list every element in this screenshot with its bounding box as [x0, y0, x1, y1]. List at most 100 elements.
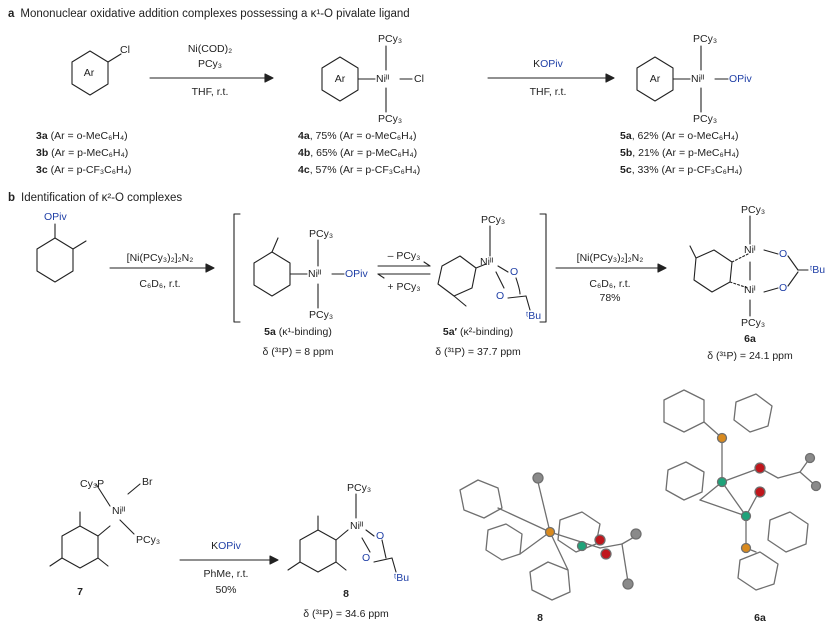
kappa2-compound-label: 5a′ (κ²-binding) — [442, 326, 514, 338]
reactant-chloride-label: Cl — [120, 44, 130, 56]
aryl-chloride-structure — [71, 50, 122, 96]
product-metal-label: Niᴵᴵ — [691, 73, 705, 85]
list4-item-b: 4b, 65% (Ar = p-MeC₆H₄) — [298, 147, 418, 159]
ni-pivalate-complex-structure — [636, 45, 729, 113]
complex-7-structure — [49, 483, 141, 569]
intermediate-pcy-bottom: PCy₃ — [378, 113, 403, 125]
dinickel-oxygen-1: O — [779, 248, 788, 260]
section-b-letter: b — [8, 192, 16, 204]
reactant-ring-label: Ar — [83, 67, 95, 79]
product-pcy-bottom: PCy₃ — [693, 113, 718, 125]
arrow-a2-conditions: THF, r.t. — [529, 86, 567, 98]
xray6a-label: 6a — [754, 612, 766, 624]
complex8-label: 8 — [343, 588, 349, 600]
arrow-a1-reagent-1: Ni(COD)₂ — [187, 43, 233, 55]
arrow-c-reagent-opiv: OPiv — [218, 540, 241, 552]
section-a-letter: a — [8, 8, 15, 20]
arrow-c-conditions: PhMe, r.t. — [203, 568, 249, 580]
section-b-title: Identification of κ²-O complexes — [21, 192, 183, 204]
ni-chloride-complex-structure — [321, 45, 413, 113]
xray-structure-6a — [663, 389, 822, 591]
arrow-a2 — [487, 73, 615, 83]
section-a-heading: a Mononuclear oxidative addition complexe… — [8, 8, 410, 20]
arrow-b2 — [555, 263, 667, 273]
complex8-oxygen-2: O — [362, 552, 371, 564]
arrow-c-reagent: KOPiv — [211, 540, 241, 552]
intermediate-brackets — [233, 213, 547, 323]
list4-item-a: 4a, 75% (Ar = o-MeC₆H₄) — [298, 130, 417, 142]
intermediate-metal-label: Niᴵᴵ — [376, 73, 390, 85]
arrow-b1 — [109, 263, 215, 273]
list4-item-c: 4c, 57% (Ar = p-CF₃C₆H₄) — [298, 164, 421, 176]
equilibrium-reverse-label: + PCy₃ — [387, 281, 421, 293]
arrow-b2-yield: 78% — [599, 292, 621, 304]
arrow-a2-reagent-opiv: OPiv — [540, 58, 563, 70]
list3-item-b: 3b (Ar = p-MeC₆H₄) — [36, 147, 129, 159]
dinickel-compound-label: 6a — [744, 333, 756, 345]
complex8-nmr-shift: δ (³¹P) = 34.6 ppm — [303, 608, 389, 620]
kappa2-tbu-label: ᵗBu — [526, 310, 542, 322]
product-pcy-top: PCy₃ — [693, 33, 718, 45]
arrow-a2-reagent: KOPiv — [533, 58, 563, 70]
xray8-label: 8 — [537, 612, 543, 624]
kappa2-pcy-label: PCy₃ — [481, 214, 506, 226]
kappa1-compound-label: 5a (κ¹-binding) — [264, 326, 332, 338]
intermediate-ring-label: Ar — [334, 73, 346, 85]
intermediate-pcy-top: PCy₃ — [378, 33, 403, 45]
dinickel-ni-bottom: Niᴵ — [744, 284, 756, 296]
kappa2-nmr-shift: δ (³¹P) = 37.7 ppm — [435, 346, 521, 358]
kappa2-complex-structure — [437, 225, 531, 311]
equilibrium-forward-label: – PCy₃ — [387, 250, 421, 262]
dinickel-oxygen-2: O — [779, 282, 788, 294]
kappa1-pcy-bottom: PCy₃ — [309, 309, 334, 321]
kappa1-metal-label: Niᴵᴵ — [308, 268, 322, 280]
kappa2-metal-label: Niᴵᴵ — [480, 256, 494, 268]
list5-item-a: 5a, 62% (Ar = o-MeC₆H₄) — [620, 130, 739, 142]
dinickel-complex-structure — [689, 215, 809, 317]
complex8-pcy: PCy₃ — [347, 482, 372, 494]
start-pivalate-label: OPiv — [44, 211, 67, 223]
arrow-c — [179, 555, 279, 565]
arrow-c-reagent-k: K — [211, 540, 219, 552]
complex8-metal: Niᴵᴵ — [350, 520, 364, 532]
arrow-a2-reagent-k: K — [533, 58, 541, 70]
list5-item-b: 5b, 21% (Ar = p-MeC₆H₄) — [620, 147, 740, 159]
complex-8-structure — [287, 493, 397, 573]
kappa1-pivalate-label: OPiv — [345, 268, 368, 280]
section-a-title: Mononuclear oxidative addition complexes… — [20, 8, 410, 20]
intermediate-chloride-label: Cl — [414, 73, 424, 85]
dinickel-ni-top: Niᴵ — [744, 244, 756, 256]
kappa2-oxygen-1: O — [510, 266, 519, 278]
dinickel-tbu-label: ᵗBu — [810, 264, 826, 276]
arrow-b2-conditions: C₆D₆, r.t. — [589, 278, 631, 290]
dinickel-pcy-top: PCy₃ — [741, 204, 766, 216]
complex7-pcy: PCy₃ — [136, 534, 161, 546]
list5-item-c: 5c, 33% (Ar = p-CF₃C₆H₄) — [620, 164, 743, 176]
xray-structure-8 — [459, 472, 642, 601]
dinickel-nmr-shift: δ (³¹P) = 24.1 ppm — [707, 350, 793, 362]
product-pivalate-label: OPiv — [729, 73, 752, 85]
arrow-a1-reagent-2: PCy₃ — [197, 58, 223, 70]
complex7-metal: Niᴵᴵ — [112, 505, 126, 517]
kappa1-pcy-top: PCy₃ — [309, 228, 334, 240]
section-b-heading: b Identification of κ²-O complexes — [8, 192, 182, 204]
complex7-phosphine-left: Cy₃P — [80, 478, 105, 490]
aryl-pivalate-structure — [36, 223, 87, 283]
product-ring-label: Ar — [649, 73, 661, 85]
arrow-b1-reagent: [Ni(PCy₃)₂]₂N₂ — [126, 252, 194, 264]
arrow-a1 — [149, 73, 274, 83]
kappa2-oxygen-2: O — [496, 290, 505, 302]
complex8-tbu: ᵗBu — [394, 572, 410, 584]
kappa1-complex-structure — [253, 237, 345, 309]
kappa1-nmr-shift: δ (³¹P) = 8 ppm — [262, 346, 334, 358]
dinickel-pcy-bottom: PCy₃ — [741, 317, 766, 329]
arrow-b2-reagent: [Ni(PCy₃)₂]₂N₂ — [576, 252, 644, 264]
complex7-label: 7 — [77, 586, 83, 598]
arrow-c-yield: 50% — [215, 584, 237, 596]
arrow-b1-conditions: C₆D₆, r.t. — [139, 278, 181, 290]
arrow-a1-conditions: THF, r.t. — [191, 86, 229, 98]
list3-item-a: 3a (Ar = o-MeC₆H₄) — [36, 130, 128, 142]
list3-item-c: 3c (Ar = p-CF₃C₆H₄) — [36, 164, 132, 176]
complex7-bromide: Br — [142, 476, 153, 488]
